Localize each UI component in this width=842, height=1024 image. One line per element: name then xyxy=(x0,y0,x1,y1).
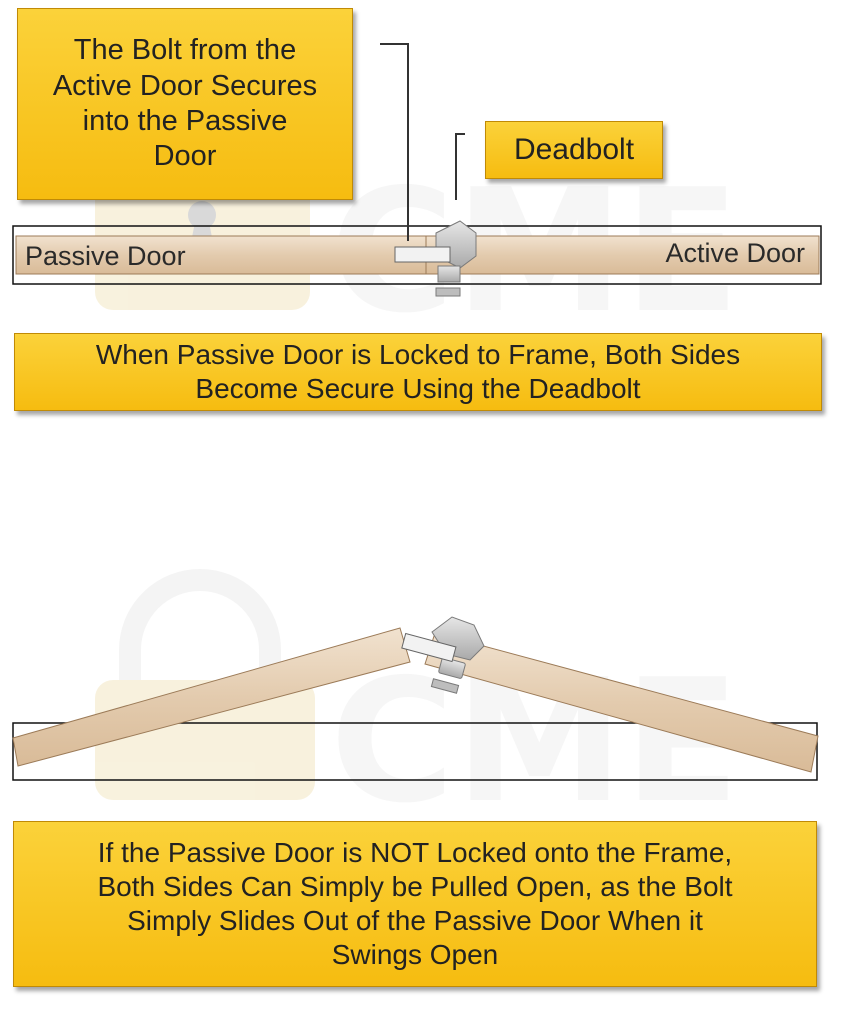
door-frame-top xyxy=(12,225,822,285)
active-door-label: Active Door xyxy=(665,238,805,268)
top-caption: When Passive Door is Locked to Frame, Bo… xyxy=(14,333,822,411)
bolt-top xyxy=(394,246,451,263)
bolt-callout-leader xyxy=(380,43,409,241)
bolt-callout: The Bolt from the Active Door Secures in… xyxy=(17,8,353,200)
deadbolt-callout: Deadbolt xyxy=(485,121,663,179)
keyhole-icon xyxy=(188,201,216,229)
deadbolt-base-top xyxy=(435,287,461,297)
passive-door-label: Passive Door xyxy=(25,241,186,271)
passive-door-bottom xyxy=(12,627,411,767)
active-door-top xyxy=(425,235,820,275)
deadbolt-cylinder-top xyxy=(437,265,461,283)
deadbolt-cylinder-bottom xyxy=(438,657,466,679)
deadbolt-base-bottom xyxy=(430,678,460,694)
padlock-shackle-icon xyxy=(119,569,281,690)
passive-door-top xyxy=(15,235,427,275)
bolt-bottom xyxy=(401,632,457,663)
door-frame-bottom xyxy=(12,722,818,781)
deadbolt-callout-leader xyxy=(455,133,465,200)
bottom-caption: If the Passive Door is NOT Locked onto t… xyxy=(13,821,817,987)
